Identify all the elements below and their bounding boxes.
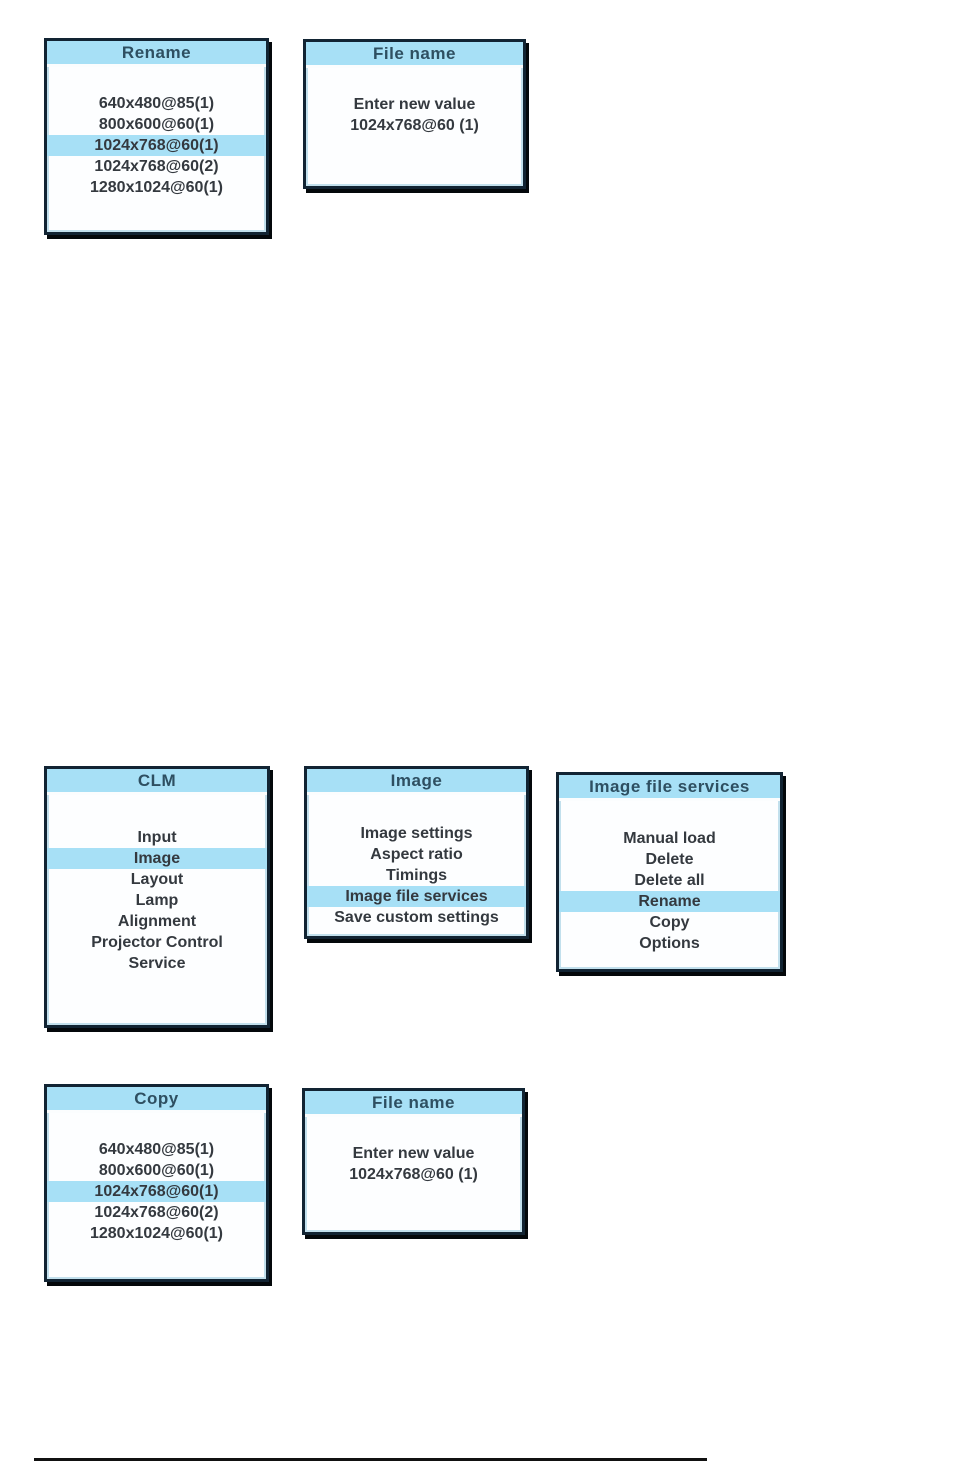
- menu-item[interactable]: Options: [639, 935, 700, 952]
- copy-menu-title: Copy: [47, 1087, 266, 1113]
- menu-item[interactable]: 1280x1024@60(1): [89, 1225, 224, 1242]
- file-name-dialog-body: Enter new value 1024x768@60 (1): [306, 68, 523, 136]
- clm-menu-title: CLM: [47, 769, 267, 795]
- enter-new-value-label: Enter new value: [352, 1145, 475, 1162]
- menu-item[interactable]: Layout: [130, 871, 184, 888]
- file-name-dialog-bottom: File name Enter new value 1024x768@60 (1…: [302, 1088, 525, 1235]
- menu-item[interactable]: Copy: [649, 914, 690, 931]
- menu-item[interactable]: Aspect ratio: [370, 846, 463, 863]
- menu-item-selected[interactable]: Image file services: [307, 886, 526, 907]
- file-name-value[interactable]: 1024x768@60 (1): [350, 117, 479, 134]
- rename-menu-list: 640x480@85(1) 800x600@60(1) 1024x768@60(…: [47, 67, 266, 198]
- menu-item[interactable]: 1024x768@60(2): [94, 158, 219, 175]
- clm-menu-list: Input Image Layout Lamp Alignment Projec…: [47, 795, 267, 974]
- menu-item[interactable]: Image settings: [360, 825, 473, 842]
- menu-item[interactable]: Input: [137, 829, 177, 846]
- rename-menu-title: Rename: [47, 41, 266, 67]
- image-menu-title: Image: [307, 769, 526, 795]
- menu-item[interactable]: Manual load: [623, 830, 716, 847]
- menu-item[interactable]: Projector Control: [91, 934, 223, 951]
- menu-item[interactable]: Delete all: [634, 872, 705, 889]
- menu-item[interactable]: Save custom settings: [334, 909, 499, 926]
- menu-item[interactable]: 800x600@60(1): [98, 1162, 215, 1179]
- footer-rule: [34, 1458, 707, 1461]
- menu-item[interactable]: 640x480@85(1): [98, 1141, 215, 1158]
- menu-item-selected[interactable]: 1024x768@60(1): [47, 1181, 266, 1202]
- file-name-value[interactable]: 1024x768@60 (1): [349, 1166, 478, 1183]
- file-name-dialog-title: File name: [305, 1091, 522, 1117]
- enter-new-value-label: Enter new value: [353, 96, 476, 113]
- image-file-services-menu-list: Manual load Delete Delete all Rename Cop…: [559, 801, 780, 954]
- copy-menu-list: 640x480@85(1) 800x600@60(1) 1024x768@60(…: [47, 1113, 266, 1244]
- file-name-dialog-title: File name: [306, 42, 523, 68]
- file-name-dialog-top: File name Enter new value 1024x768@60 (1…: [303, 39, 526, 189]
- menu-item[interactable]: Lamp: [135, 892, 179, 909]
- rename-menu: Rename 640x480@85(1) 800x600@60(1) 1024x…: [44, 38, 269, 235]
- menu-item-selected[interactable]: Image: [47, 848, 267, 869]
- menu-item[interactable]: 800x600@60(1): [98, 116, 215, 133]
- menu-item-selected[interactable]: 1024x768@60(1): [47, 135, 266, 156]
- clm-menu: CLM Input Image Layout Lamp Alignment Pr…: [44, 766, 270, 1028]
- image-file-services-menu: Image file services Manual load Delete D…: [556, 772, 783, 972]
- image-menu-list: Image settings Aspect ratio Timings Imag…: [307, 795, 526, 928]
- menu-item[interactable]: Delete: [645, 851, 694, 868]
- image-file-services-menu-title: Image file services: [559, 775, 780, 801]
- menu-item[interactable]: 1280x1024@60(1): [89, 179, 224, 196]
- menu-item[interactable]: Timings: [385, 867, 448, 884]
- menu-item[interactable]: 1024x768@60(2): [94, 1204, 219, 1221]
- menu-item-selected[interactable]: Rename: [559, 891, 780, 912]
- menu-item[interactable]: Service: [128, 955, 186, 972]
- image-menu: Image Image settings Aspect ratio Timing…: [304, 766, 529, 939]
- menu-item[interactable]: Alignment: [117, 913, 197, 930]
- copy-menu: Copy 640x480@85(1) 800x600@60(1) 1024x76…: [44, 1084, 269, 1282]
- menu-item[interactable]: 640x480@85(1): [98, 95, 215, 112]
- file-name-dialog-body: Enter new value 1024x768@60 (1): [305, 1117, 522, 1185]
